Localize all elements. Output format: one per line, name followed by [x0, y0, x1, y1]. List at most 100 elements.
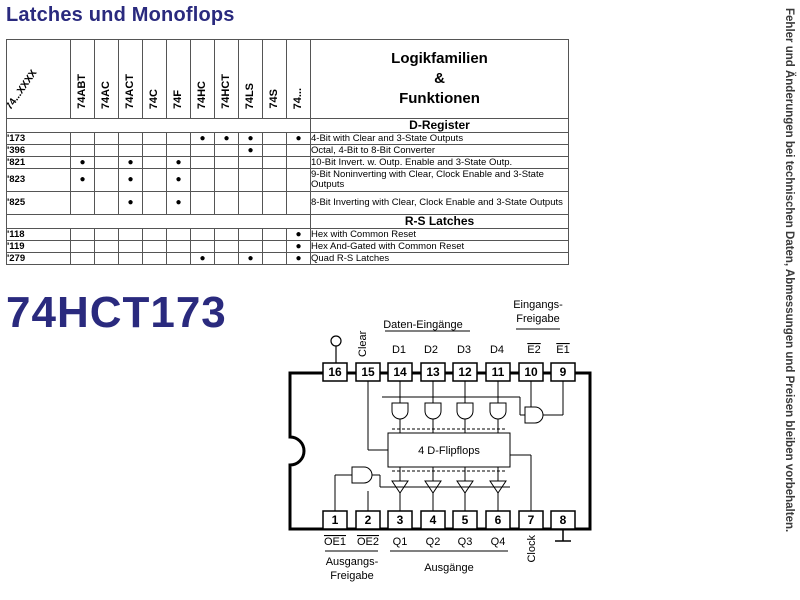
- empty-cell: [118, 228, 143, 241]
- corner-cell: 74...XXXX: [6, 39, 71, 119]
- family-col-label: 74AC: [100, 80, 112, 109]
- function-description: 8-Bit Inverting with Clear, Clock Enable…: [310, 191, 569, 215]
- pin-number: 7: [528, 513, 535, 527]
- part-code: '823: [6, 168, 71, 192]
- empty-cell: [238, 191, 263, 215]
- empty-cell: [262, 168, 287, 192]
- empty-cell: [190, 240, 215, 253]
- part-code: '821: [6, 156, 71, 169]
- function-description: 10-Bit Invert. w. Outp. Enable and 3-Sta…: [310, 156, 569, 169]
- logic-family-table: 74...XXXX 74ABT 74AC 74ACT 74C 74F 74HC …: [6, 39, 569, 265]
- family-col-header: 74AC: [94, 39, 119, 119]
- empty-cell: [214, 240, 239, 253]
- empty-cell: [166, 132, 191, 145]
- pin-number: 5: [462, 513, 469, 527]
- family-col-label: 74ABT: [76, 74, 88, 109]
- availability-dot: ●: [118, 191, 143, 215]
- part-code: '396: [6, 144, 71, 157]
- family-col-label: 74C: [148, 88, 160, 109]
- empty-cell: [142, 132, 167, 145]
- signal-q3: Q3: [458, 536, 473, 548]
- section-header-row: R-S Latches: [6, 214, 569, 229]
- part-code: '118: [6, 228, 71, 241]
- empty-cell: [94, 168, 119, 192]
- empty-cell: [166, 228, 191, 241]
- pin-number: 12: [458, 365, 472, 379]
- signal-d4: D4: [490, 344, 504, 356]
- pin-number: 4: [430, 513, 437, 527]
- availability-dot: ●: [238, 132, 263, 145]
- pin-number: 3: [397, 513, 404, 527]
- empty-cell: [94, 252, 119, 265]
- family-col-header: 74S: [262, 39, 287, 119]
- page-title: Latches und Monoflops: [6, 4, 235, 26]
- empty-cell: [118, 252, 143, 265]
- chip-body: [288, 371, 592, 531]
- function-description: 9-Bit Noninverting with Clear, Clock Ena…: [310, 168, 569, 192]
- table-row: '279●●●Quad R-S Latches: [6, 252, 569, 265]
- outputs-label: Ausgänge: [424, 562, 474, 574]
- pin-number: 14: [393, 365, 407, 379]
- availability-dot: ●: [118, 168, 143, 192]
- section-title: R-S Latches: [310, 214, 569, 229]
- table-row: '118●Hex with Common Reset: [6, 228, 569, 241]
- function-description: Quad R-S Latches: [310, 252, 569, 265]
- empty-cell: [70, 144, 95, 157]
- signal-oe1: OE1: [324, 536, 346, 548]
- table-row: '119●Hex And-Gated with Common Reset: [6, 240, 569, 253]
- corner-label: 74...XXXX: [6, 67, 40, 112]
- family-col-header: 74C: [142, 39, 167, 119]
- availability-dot: ●: [70, 156, 95, 169]
- pin-number: 16: [328, 365, 342, 379]
- empty-cell: [94, 228, 119, 241]
- empty-cell: [190, 228, 215, 241]
- empty-cell: [262, 156, 287, 169]
- pin-number: 11: [492, 365, 505, 379]
- empty-cell: [214, 168, 239, 192]
- signal-d1: D1: [392, 344, 406, 356]
- availability-dot: ●: [286, 132, 311, 145]
- availability-dot: ●: [190, 252, 215, 265]
- empty-cell: [238, 168, 263, 192]
- signal-clock: Clock: [526, 535, 538, 563]
- pin-number: 15: [361, 365, 375, 379]
- family-col-label: 74S: [268, 89, 280, 109]
- family-col-label: 74LS: [244, 82, 256, 109]
- empty-cell: [262, 132, 287, 145]
- empty-cell: [214, 252, 239, 265]
- signal-e2: E2: [527, 344, 540, 356]
- family-col-header: 74F: [166, 39, 191, 119]
- empty-cell: [142, 240, 167, 253]
- family-col-label: 74HC: [196, 80, 208, 109]
- pinout-diagram: Daten-Eingänge Eingangs- Freigabe Clear …: [288, 299, 592, 582]
- empty-cell: [70, 252, 95, 265]
- table-row: '825●●8-Bit Inverting with Clear, Clock …: [6, 191, 569, 215]
- empty-cell: [118, 132, 143, 145]
- empty-cell: [238, 228, 263, 241]
- empty-cell: [214, 228, 239, 241]
- part-code: '173: [6, 132, 71, 145]
- section-header-row: D-Register: [6, 118, 569, 133]
- availability-dot: ●: [238, 252, 263, 265]
- family-col-header: 74LS: [238, 39, 263, 119]
- empty-cell: [118, 240, 143, 253]
- part-code: '119: [6, 240, 71, 253]
- empty-cell: [286, 156, 311, 169]
- empty-cell: [70, 228, 95, 241]
- availability-dot: ●: [166, 156, 191, 169]
- empty-cell: [262, 228, 287, 241]
- section-title: D-Register: [310, 118, 569, 133]
- input-enable-label-2: Freigabe: [516, 313, 559, 325]
- empty-cell: [238, 156, 263, 169]
- pin-number: 9: [560, 365, 567, 379]
- empty-cell: [142, 228, 167, 241]
- availability-dot: ●: [286, 240, 311, 253]
- table-row: '823●●●9-Bit Noninverting with Clear, Cl…: [6, 168, 569, 192]
- availability-dot: ●: [286, 252, 311, 265]
- disclaimer-note: Fehler und Änderungen bei technischen Da…: [783, 8, 795, 533]
- signal-clear: Clear: [357, 330, 369, 357]
- family-col-header: 74ACT: [118, 39, 143, 119]
- function-description: Octal, 4-Bit to 8-Bit Converter: [310, 144, 569, 157]
- empty-cell: [214, 156, 239, 169]
- empty-cell: [94, 132, 119, 145]
